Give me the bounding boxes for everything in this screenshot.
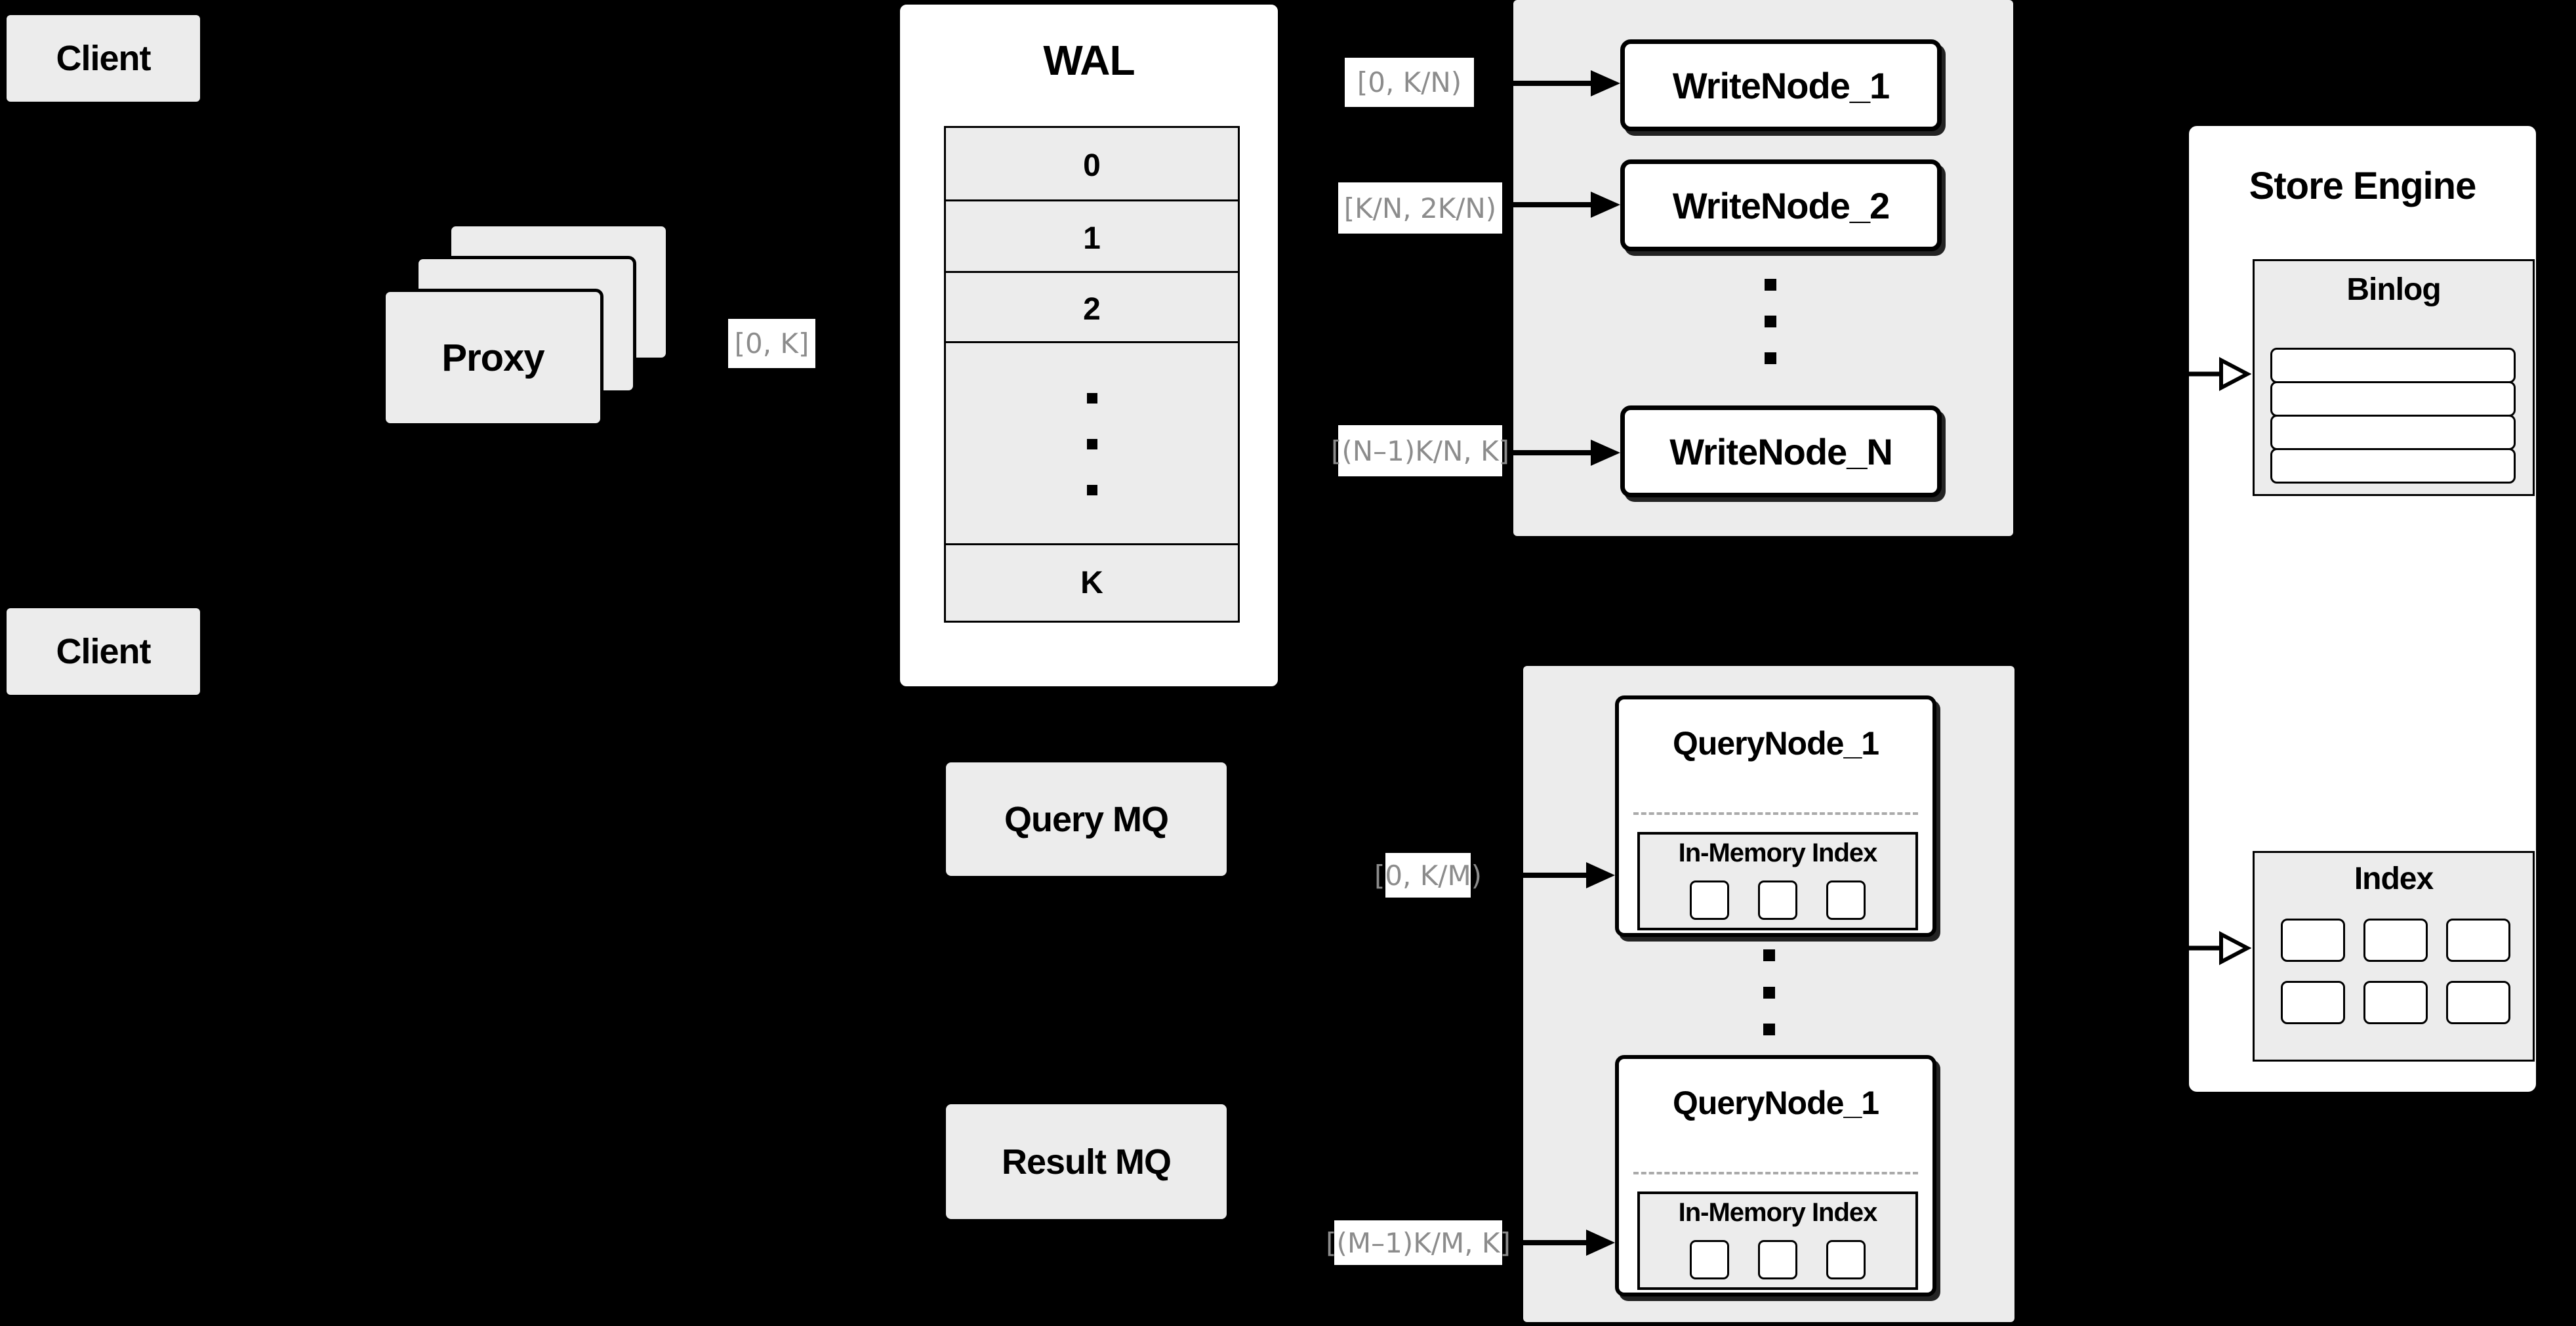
binlog-row [2270, 348, 2516, 383]
client-bottom-label: Client [56, 632, 151, 671]
ellipsis-dot [1086, 484, 1097, 495]
store-engine-box: Store Engine Binlog Index [2186, 123, 2539, 1094]
index-title: Index [2354, 861, 2434, 896]
range-chip-query-1: [0, K/M) [1374, 853, 1482, 898]
arrow-to-binlog [2183, 357, 2251, 391]
wal-segment-0: 0 [944, 126, 1240, 205]
dashed-separator [1633, 1172, 1918, 1174]
arrow-to-writenode-2 [1513, 192, 1620, 218]
client-bottom-box: Client [7, 608, 200, 695]
arrow-to-writenode-n [1513, 440, 1620, 466]
query-node-1-title: QueryNode_1 [1672, 725, 1879, 762]
ellipsis-dot [1086, 392, 1097, 404]
ellipsis-dot [1763, 987, 1775, 999]
wal-title: WAL [1043, 37, 1135, 84]
wal-segment-2: 2 [944, 271, 1240, 347]
index-segment-cell [1690, 881, 1729, 920]
range-chip-write-n: [(N–1)K/N, K] [1331, 425, 1509, 476]
ellipsis-dot [1765, 352, 1776, 364]
client-top-box: Client [7, 15, 200, 102]
index-cell [2363, 981, 2428, 1024]
arrow-to-querynode-1 [1523, 862, 1615, 888]
client-top-label: Client [56, 39, 151, 78]
arrow-to-querynode-m [1523, 1230, 1615, 1256]
index-cell [2281, 919, 2345, 962]
index-cell [2446, 981, 2510, 1024]
store-engine-title: Store Engine [2249, 165, 2477, 207]
index-segment-cell [1826, 881, 1866, 920]
index-segment-cell [1758, 1240, 1797, 1279]
wal-segment-1: 1 [944, 199, 1240, 277]
ellipsis-dot [1086, 438, 1097, 449]
binlog-title: Binlog [2346, 272, 2441, 307]
proxy-box: Proxy [382, 289, 603, 426]
query-mq-box: Query MQ [946, 762, 1227, 876]
binlog-box: Binlog [2253, 259, 2535, 496]
wal-segment-k: K [944, 543, 1240, 623]
in-memory-index-box: In-Memory Index [1637, 1191, 1918, 1290]
arrow-to-writenode-1 [1513, 70, 1620, 96]
range-proxy-to-wal: [0, K] [734, 327, 809, 360]
ellipsis-dot [1763, 949, 1775, 961]
range-chip-proxy-to-wal: [0, K] [728, 319, 815, 368]
range-chip-query-m: [(M–1)K/M, K] [1326, 1220, 1511, 1265]
arrow-to-index [2183, 931, 2251, 965]
ellipsis-dot [1763, 1024, 1775, 1035]
index-segment-cell [1826, 1240, 1866, 1279]
range-chip-write-2: [K/N, 2K/N) [1338, 182, 1502, 234]
query-node-1: QueryNode_1 In-Memory Index [1615, 695, 1936, 937]
ellipsis-dot [1765, 316, 1776, 327]
wal-box: WAL 0 1 2 K [897, 2, 1280, 689]
dashed-separator [1633, 812, 1918, 815]
proxy-label: Proxy [441, 336, 544, 379]
index-cell [2363, 919, 2428, 962]
range-chip-write-1: [0, K/N) [1345, 58, 1474, 107]
query-node-m: QueryNode_1 In-Memory Index [1615, 1055, 1936, 1296]
binlog-row [2270, 381, 2516, 417]
wal-segment-ellipsis [944, 341, 1240, 549]
write-node-1: WriteNode_1 [1620, 39, 1942, 131]
binlog-row [2270, 448, 2516, 484]
write-node-2: WriteNode_2 [1620, 159, 1942, 251]
index-segment-cell [1690, 1240, 1729, 1279]
binlog-row [2270, 415, 2516, 450]
index-segment-cell [1758, 881, 1797, 920]
write-node-n: WriteNode_N [1620, 405, 1942, 497]
result-mq-box: Result MQ [946, 1104, 1227, 1219]
in-memory-index-box: In-Memory Index [1637, 832, 1918, 930]
index-box: Index [2253, 851, 2535, 1062]
query-node-m-title: QueryNode_1 [1672, 1085, 1879, 1121]
ellipsis-dot [1765, 279, 1776, 291]
index-cell [2446, 919, 2510, 962]
index-cell [2281, 981, 2345, 1024]
